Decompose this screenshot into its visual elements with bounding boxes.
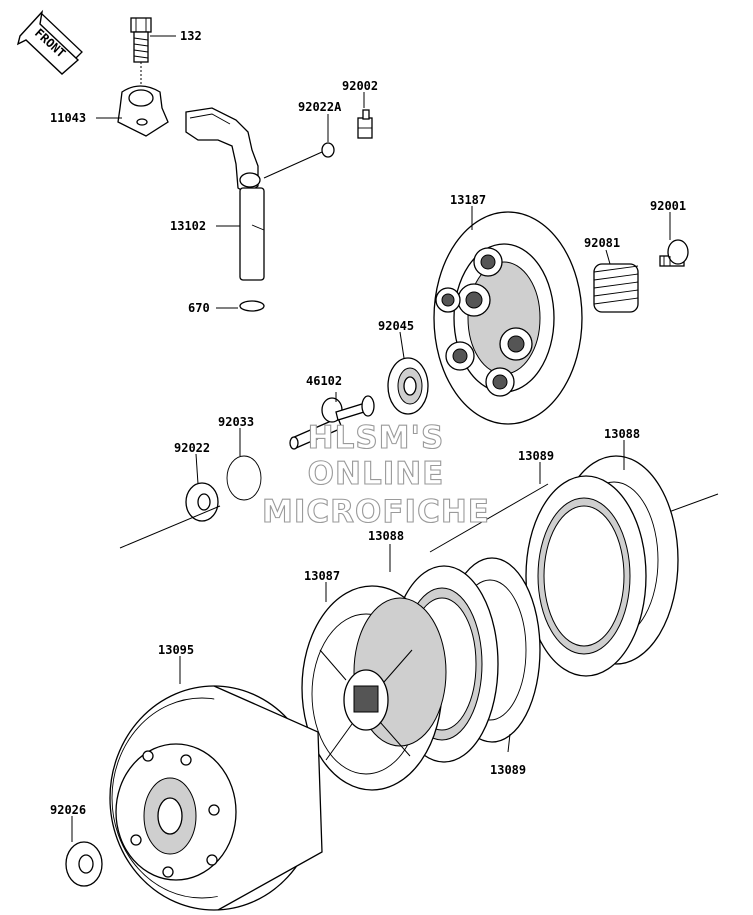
bolt-132 — [130, 17, 152, 92]
callout-13089-top: 13089 — [518, 449, 554, 463]
clamp-11043 — [117, 85, 169, 137]
washer-92022 — [185, 482, 219, 522]
callout-13087: 13087 — [304, 569, 340, 583]
bolt-92002 — [357, 109, 373, 139]
washer-92022a — [321, 142, 335, 158]
callout-92022a: 92022A — [298, 100, 342, 114]
watermark-line-3: MICROFICHE — [262, 494, 490, 530]
callout-92022: 92022 — [174, 441, 210, 455]
callout-13187: 13187 — [450, 193, 486, 207]
circlip-92033 — [226, 455, 262, 501]
leader-lines — [71, 35, 671, 842]
callout-13102: 13102 — [170, 219, 206, 233]
spring-92081 — [593, 263, 639, 313]
callout-92081: 92081 — [584, 236, 620, 250]
callout-13089-bottom: 13089 — [490, 763, 526, 777]
callout-132: 132 — [180, 29, 202, 43]
callout-92002: 92002 — [342, 79, 378, 93]
callout-13088-top: 13088 — [604, 427, 640, 441]
callout-670: 670 — [188, 301, 210, 315]
bolt-92001 — [659, 239, 689, 267]
callout-13095: 13095 — [158, 643, 194, 657]
axis-line-left — [119, 505, 221, 549]
callout-92045: 92045 — [378, 319, 414, 333]
watermark-line-1: HLSM'S — [308, 420, 445, 456]
callout-92001: 92001 — [650, 199, 686, 213]
plate-pack-upper — [525, 455, 679, 677]
pressure-plate-13187 — [433, 211, 583, 425]
callout-11043: 11043 — [50, 111, 86, 125]
washer-92026 — [65, 841, 103, 887]
watermark: HLSM'S ONLINE MICROFICHE — [261, 419, 490, 530]
bearing-92045 — [387, 357, 429, 415]
o-ring-670 — [239, 300, 265, 312]
callout-13088-mid: 13088 — [368, 529, 404, 543]
callout-92033: 92033 — [218, 415, 254, 429]
clutch-housing-13095 — [109, 685, 323, 911]
front-arrow-icon: FRONT — [16, 9, 83, 75]
release-shaft-13102 — [185, 107, 323, 281]
push-rod-46102 — [289, 392, 375, 450]
clutch-hub-13087 — [301, 585, 447, 791]
callout-46102: 46102 — [306, 374, 342, 388]
watermark-line-2: ONLINE — [308, 456, 445, 492]
callout-92026: 92026 — [50, 803, 86, 817]
axis-line-mid — [429, 483, 549, 553]
